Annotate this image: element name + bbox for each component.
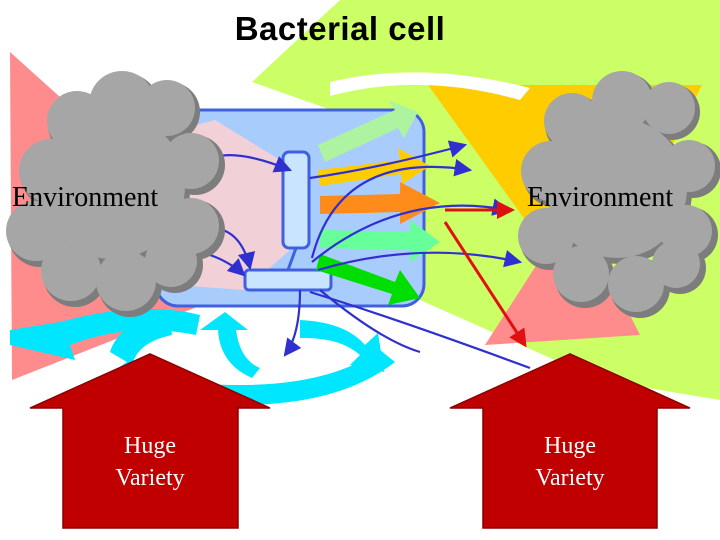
variety-label-left: Huge Variety <box>65 430 235 494</box>
variety-label-right: Huge Variety <box>485 430 655 494</box>
arrow-mint <box>320 220 440 262</box>
variety-left-line1: Huge <box>124 433 176 459</box>
environment-label-left: Environment <box>12 182 159 213</box>
arrow-orange <box>320 182 440 224</box>
variety-arrow-left <box>29 353 271 529</box>
background-white-band <box>330 72 530 100</box>
membrane-receptor <box>243 150 333 292</box>
arrow-green <box>316 254 420 305</box>
environment-cloud-left <box>6 71 225 317</box>
arrow-light-green <box>318 100 418 162</box>
variety-arrow-right <box>449 353 691 529</box>
variety-right-line2: Variety <box>535 465 605 491</box>
variety-left-line2: Variety <box>115 465 185 491</box>
diagram-title: Bacterial cell <box>234 10 446 47</box>
signal-lines <box>204 140 531 370</box>
red-arrow-down <box>443 221 527 348</box>
environment-cloud-right <box>518 71 720 318</box>
red-signal-arrows <box>443 201 527 348</box>
variety-right-line1: Huge <box>544 433 596 459</box>
environment-label-right: Environment <box>527 182 674 213</box>
